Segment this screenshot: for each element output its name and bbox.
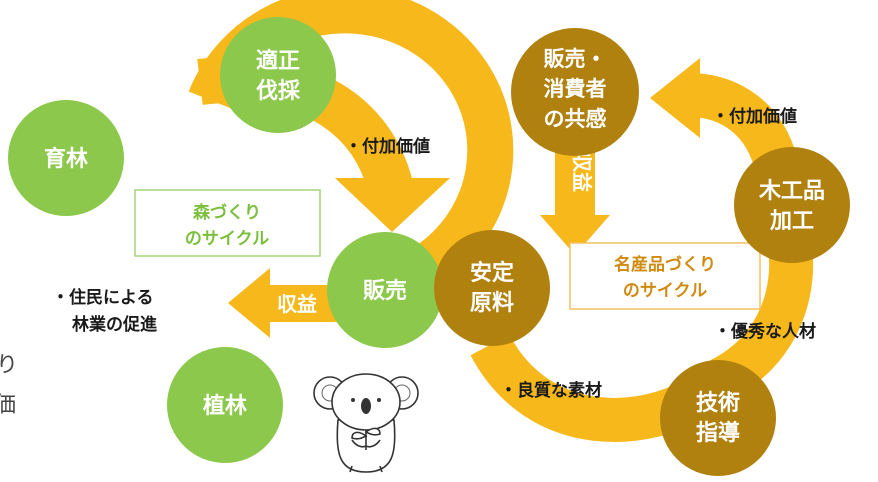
node-material-line-2: 原料 xyxy=(470,291,514,316)
node-raising-label: 育林 xyxy=(44,146,88,172)
forest-profit-label: 収益 xyxy=(277,292,317,316)
koala-with-sprout-icon xyxy=(313,373,419,473)
craft-cycle-title-line-1: 名産品づくり xyxy=(614,254,716,275)
craft-cycle-title-box: 名産品づくり のサイクル xyxy=(569,242,761,310)
node-material: 安定 原料 xyxy=(434,230,550,346)
node-consumers: 販売・ 消費者 の共感 xyxy=(511,28,639,156)
node-material-line-1: 安定 xyxy=(470,260,514,286)
node-planting: 植林 xyxy=(167,347,283,463)
edge-text-line-1: り xyxy=(0,353,18,378)
forest-note-added-value: ・付加価値 xyxy=(345,136,430,157)
node-logging: 適正 伐採 xyxy=(220,17,336,133)
node-consumers-line-1: 販売・ xyxy=(544,47,607,71)
node-logging-line-2: 伐採 xyxy=(256,79,301,104)
forest-cycle-title-box: 森づくり のサイクル xyxy=(134,189,321,257)
forest-note-residents-line-2: 林業の促進 xyxy=(72,314,157,335)
node-consumers-line-2: 消費者 xyxy=(544,77,607,101)
craft-note-added-value: ・付加価値 xyxy=(712,106,797,127)
node-planting-label: 植林 xyxy=(203,393,247,419)
node-woodwork: 木工品 加工 xyxy=(734,147,850,263)
craft-profit-label-char-1: 収益 xyxy=(570,152,594,192)
forest-cycle-title-line-2: のサイクル xyxy=(185,229,269,249)
node-raising: 育林 xyxy=(8,100,124,216)
node-logging-line-1: 適正 xyxy=(256,48,300,74)
craft-cycle-title-line-2: のサイクル xyxy=(623,281,707,301)
forest-profit-arrow: 収益 xyxy=(228,268,340,338)
node-woodwork-line-1: 木工品 xyxy=(758,179,825,204)
craft-arrow-head xyxy=(650,58,700,138)
craft-note-quality: ・良質な素材 xyxy=(500,380,602,401)
node-sales-label: 販売 xyxy=(363,278,407,304)
craft-note-talent: ・優秀な人材 xyxy=(714,321,816,342)
forest-cycle-title-line-1: 森づくり xyxy=(193,202,261,223)
node-sales: 販売 xyxy=(327,232,443,348)
node-skill-line-2: 指導 xyxy=(696,420,740,446)
craft-profit-arrow: 収益 xyxy=(540,150,610,255)
node-woodwork-line-2: 加工 xyxy=(769,209,814,234)
forest-note-residents-line-1: ・住民による xyxy=(52,287,154,308)
node-skill: 技術 指導 xyxy=(660,360,776,476)
node-consumers-line-3: の共感 xyxy=(544,107,607,131)
node-skill-line-1: 技術 xyxy=(696,390,740,416)
craft-ring-top xyxy=(689,73,797,168)
edge-text-line-2: 価 xyxy=(0,393,16,418)
forest-arrow-head xyxy=(335,178,450,232)
